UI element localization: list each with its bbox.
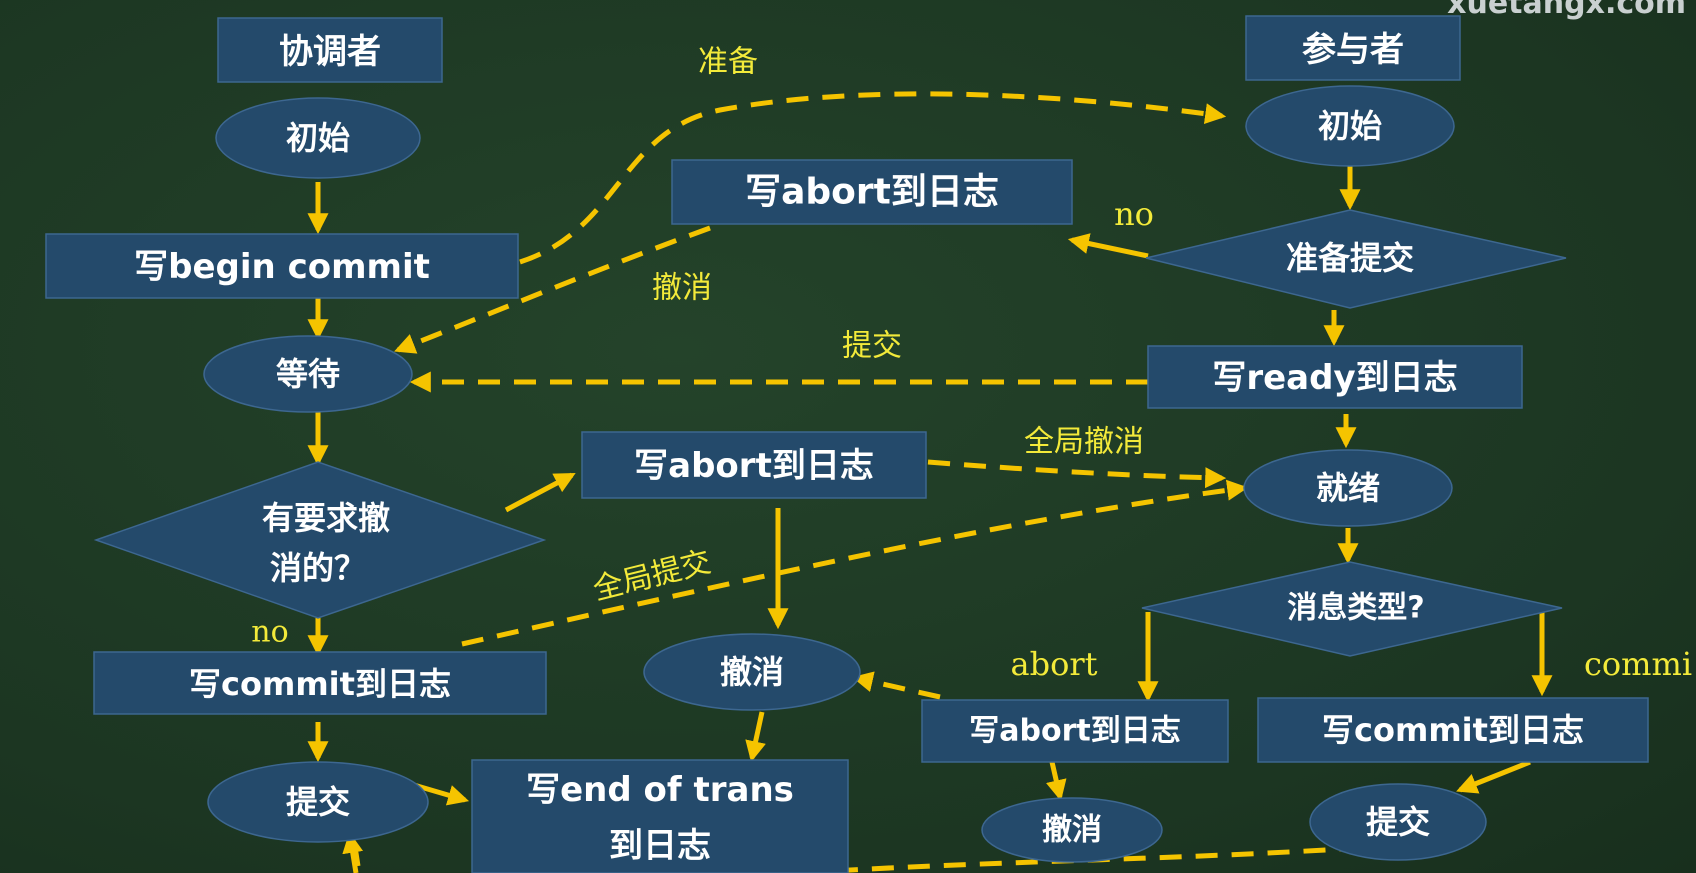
part-commit-label: 提交 (1366, 803, 1430, 841)
arrow-decision-to-write-abort (504, 472, 576, 513)
coord-wait-state (203, 335, 413, 413)
coord-abort-state (643, 633, 861, 711)
watermark: xuetangx.com (1447, 0, 1686, 21)
edge-label-abort-branch: abort (1011, 645, 1098, 683)
arrow-prepare-no-to-abort (1067, 233, 1149, 259)
coord-decision-line1: 有要求撤 (262, 499, 390, 537)
coord-decision-diamond (93, 461, 547, 619)
edge-label-global-abort: 全局撤消 (1024, 425, 1144, 460)
arrow-pwrite-commit-to-commit (1456, 759, 1531, 794)
coord-write-commit-label: 写commit到日志 (189, 665, 451, 703)
dashed-arrow-global-commit (461, 479, 1249, 647)
participant-header (1245, 15, 1461, 81)
coordinator-header (217, 17, 443, 83)
part-write-commit-box (1257, 697, 1649, 763)
part-abort-label: 撤消 (1042, 813, 1102, 848)
dashed-arrow-to-commit (342, 831, 364, 873)
coord-wait-label: 等待 (276, 355, 340, 393)
part-write-ready-label: 写ready到日志 (1212, 358, 1457, 398)
coord-abort-label: 撤消 (720, 653, 784, 691)
dashed-arrow-pabort-to-abort (851, 671, 941, 700)
part-write-abort-label: 写abort到日志 (969, 714, 1180, 749)
part-init-label: 初始 (1318, 107, 1382, 145)
part-abort-state (981, 797, 1163, 863)
edge-label-abort: 撤消 (652, 271, 712, 306)
part-write-ready-box (1147, 345, 1523, 409)
dashed-arrow-global-abort (927, 459, 1227, 489)
part-write-abort-top-label: 写abort到日志 (745, 172, 999, 213)
dashed-arrow-abort-msg (394, 225, 711, 354)
coord-write-end-line2: 到日志 (609, 826, 711, 866)
part-ready-label: 就绪 (1316, 469, 1380, 507)
arrow-pwrite-abort-to-abort (1046, 761, 1067, 802)
coord-init-label: 初始 (286, 119, 350, 157)
part-prepare-label: 准备提交 (1286, 239, 1414, 277)
coord-write-abort-label: 写abort到日志 (634, 446, 874, 486)
part-write-abort-box (921, 699, 1229, 763)
part-prepare-diamond (1145, 209, 1567, 309)
part-msgtype-label: 消息类型? (1287, 591, 1424, 626)
coord-write-commit-box (93, 651, 547, 715)
part-msgtype-diamond (1141, 561, 1563, 657)
coord-commit-state (207, 761, 429, 843)
coord-write-end-box (471, 759, 849, 873)
coord-write-begin-box (45, 233, 519, 299)
coord-decision-line2: 消的？ (270, 549, 366, 587)
edge-label-global-commit: 全局提交 (590, 545, 715, 608)
coord-write-begin-label: 写begin commit (134, 247, 430, 287)
edge-label-no-top: no (1114, 195, 1154, 233)
edge-label-no-left: no (251, 615, 288, 650)
part-write-abort-top-box (671, 159, 1073, 225)
coord-commit-label: 提交 (286, 783, 350, 821)
coordinator-header-label: 协调者 (279, 32, 381, 72)
part-init-state (1245, 85, 1455, 167)
coord-write-abort-box (581, 431, 927, 499)
part-ready-state (1243, 449, 1453, 527)
part-commit-state (1309, 783, 1487, 861)
part-write-commit-label: 写commit到日志 (1322, 711, 1584, 749)
coord-init-state (215, 97, 421, 179)
arrow-abort-to-end (745, 711, 766, 763)
coord-write-end-line1: 写end of trans (526, 770, 794, 810)
edge-label-commit: 提交 (842, 329, 902, 364)
edge-label-commit-branch: commi (1584, 645, 1692, 683)
edge-label-prepare: 准备 (698, 45, 758, 80)
participant-header-label: 参与者 (1302, 30, 1404, 70)
